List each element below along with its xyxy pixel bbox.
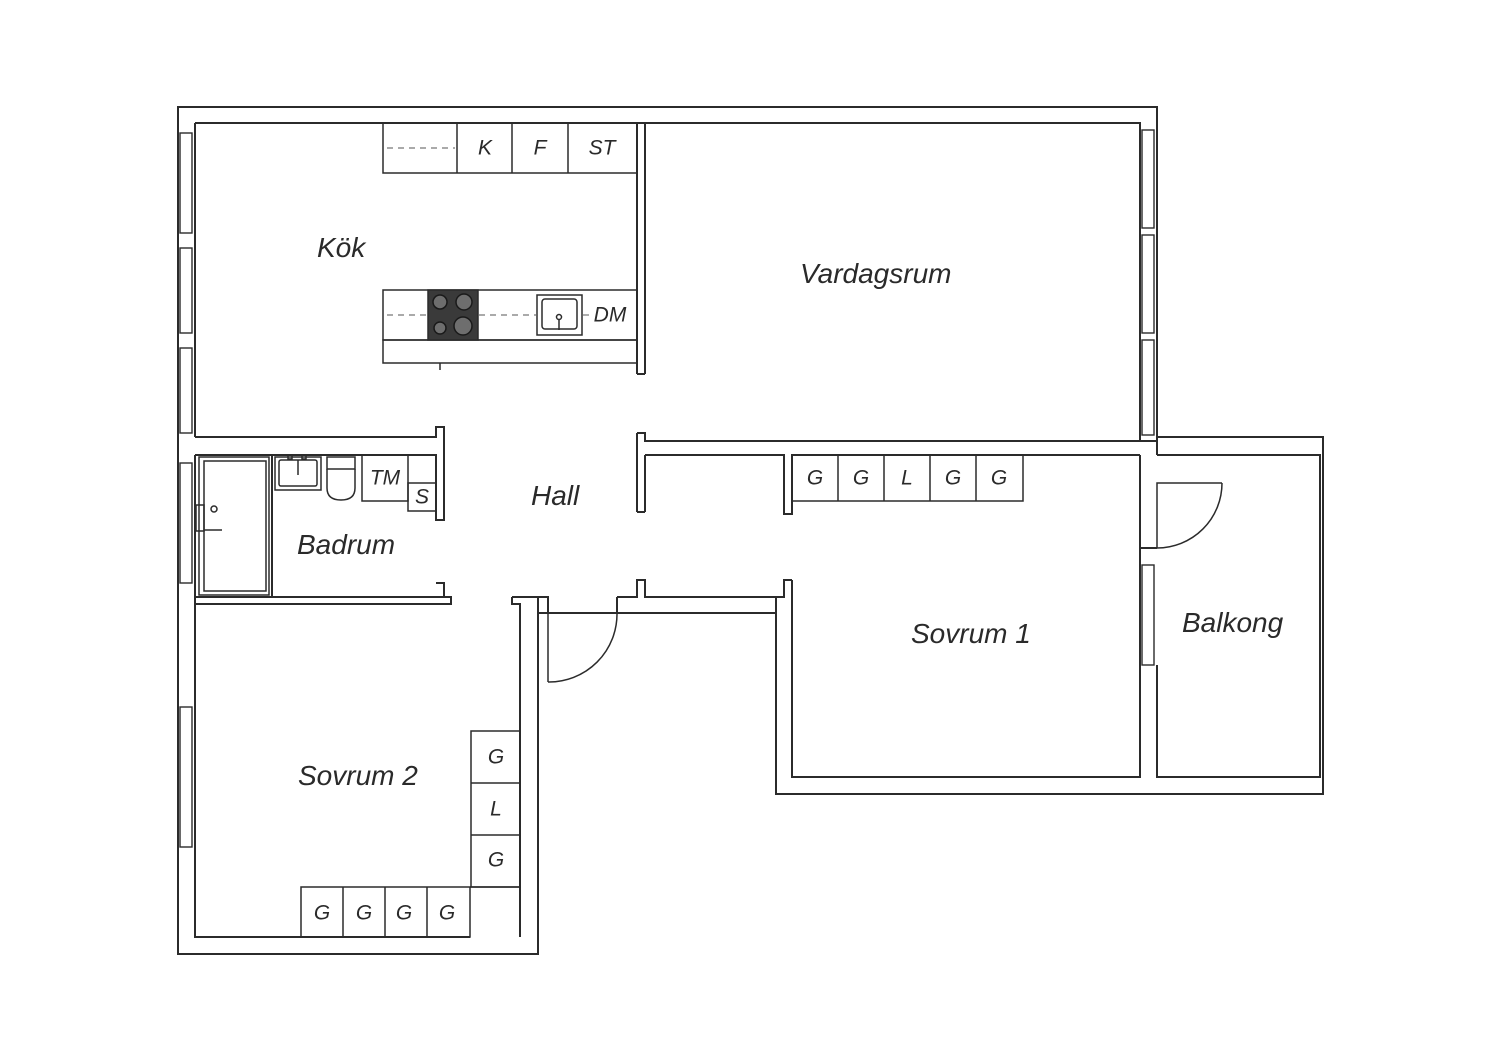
wardrobe-s1-3: L bbox=[901, 467, 913, 490]
window-vardagsrum-2 bbox=[1141, 234, 1155, 334]
window-badrum bbox=[179, 462, 193, 584]
fixture-f: F bbox=[534, 137, 548, 160]
window-vardagsrum-3 bbox=[1141, 339, 1155, 436]
window-sovrum2 bbox=[179, 706, 193, 848]
fixture-st: ST bbox=[589, 137, 618, 160]
sovrum1-wardrobes: G G L G G bbox=[791, 454, 1024, 502]
wardrobe-s1-5: G bbox=[991, 467, 1007, 490]
fixture-s: S bbox=[415, 486, 429, 509]
door-balkong bbox=[1156, 482, 1223, 549]
window-vardagsrum-1 bbox=[1141, 129, 1155, 229]
bathroom-fixtures: TM S bbox=[195, 454, 437, 596]
room-labels: Kök Vardagsrum Hall Badrum Sovrum 1 Balk… bbox=[297, 232, 1284, 791]
wardrobe-s2-b3: G bbox=[396, 902, 412, 925]
wardrobe-s2-v3: G bbox=[488, 849, 504, 872]
doors bbox=[547, 482, 1223, 683]
window-kok-3 bbox=[179, 347, 193, 434]
wardrobe-s1-2: G bbox=[853, 467, 869, 490]
wardrobe-s2-b1: G bbox=[314, 902, 330, 925]
room-label-badrum: Badrum bbox=[297, 529, 395, 560]
kitchen-sink-icon bbox=[536, 294, 583, 336]
fixture-dm: DM bbox=[594, 304, 627, 327]
shower-icon bbox=[195, 456, 270, 596]
toilet-icon bbox=[326, 456, 356, 501]
wardrobe-s1-4: G bbox=[945, 467, 961, 490]
wardrobe-s1-1: G bbox=[807, 467, 823, 490]
room-label-kok: Kök bbox=[317, 232, 367, 263]
room-label-sovrum1: Sovrum 1 bbox=[911, 618, 1031, 649]
room-label-hall: Hall bbox=[531, 480, 580, 511]
wardrobe-s2-v1: G bbox=[488, 746, 504, 769]
wardrobe-s2-b4: G bbox=[439, 902, 455, 925]
wardrobe-s2-b2: G bbox=[356, 902, 372, 925]
wardrobe-s2-v2: L bbox=[490, 798, 502, 821]
fixture-tm: TM bbox=[370, 467, 401, 490]
sovrum2-wardrobes: G L G G G G G bbox=[300, 730, 521, 938]
kitchen-top-counter bbox=[382, 122, 638, 174]
window-sovrum1 bbox=[1141, 564, 1155, 666]
kitchen-fixtures: K F ST DM bbox=[382, 122, 638, 370]
room-label-balkong: Balkong bbox=[1182, 607, 1284, 638]
room-label-sovrum2: Sovrum 2 bbox=[298, 760, 418, 791]
fixture-k: K bbox=[478, 137, 493, 160]
room-label-vardagsrum: Vardagsrum bbox=[800, 258, 951, 289]
washbasin-icon bbox=[274, 454, 322, 491]
windows bbox=[179, 129, 1155, 848]
dryer-box bbox=[407, 482, 437, 512]
door-sovrum2 bbox=[547, 612, 618, 683]
window-kok-1 bbox=[179, 132, 193, 234]
washer-box bbox=[361, 454, 409, 502]
window-kok-2 bbox=[179, 247, 193, 334]
